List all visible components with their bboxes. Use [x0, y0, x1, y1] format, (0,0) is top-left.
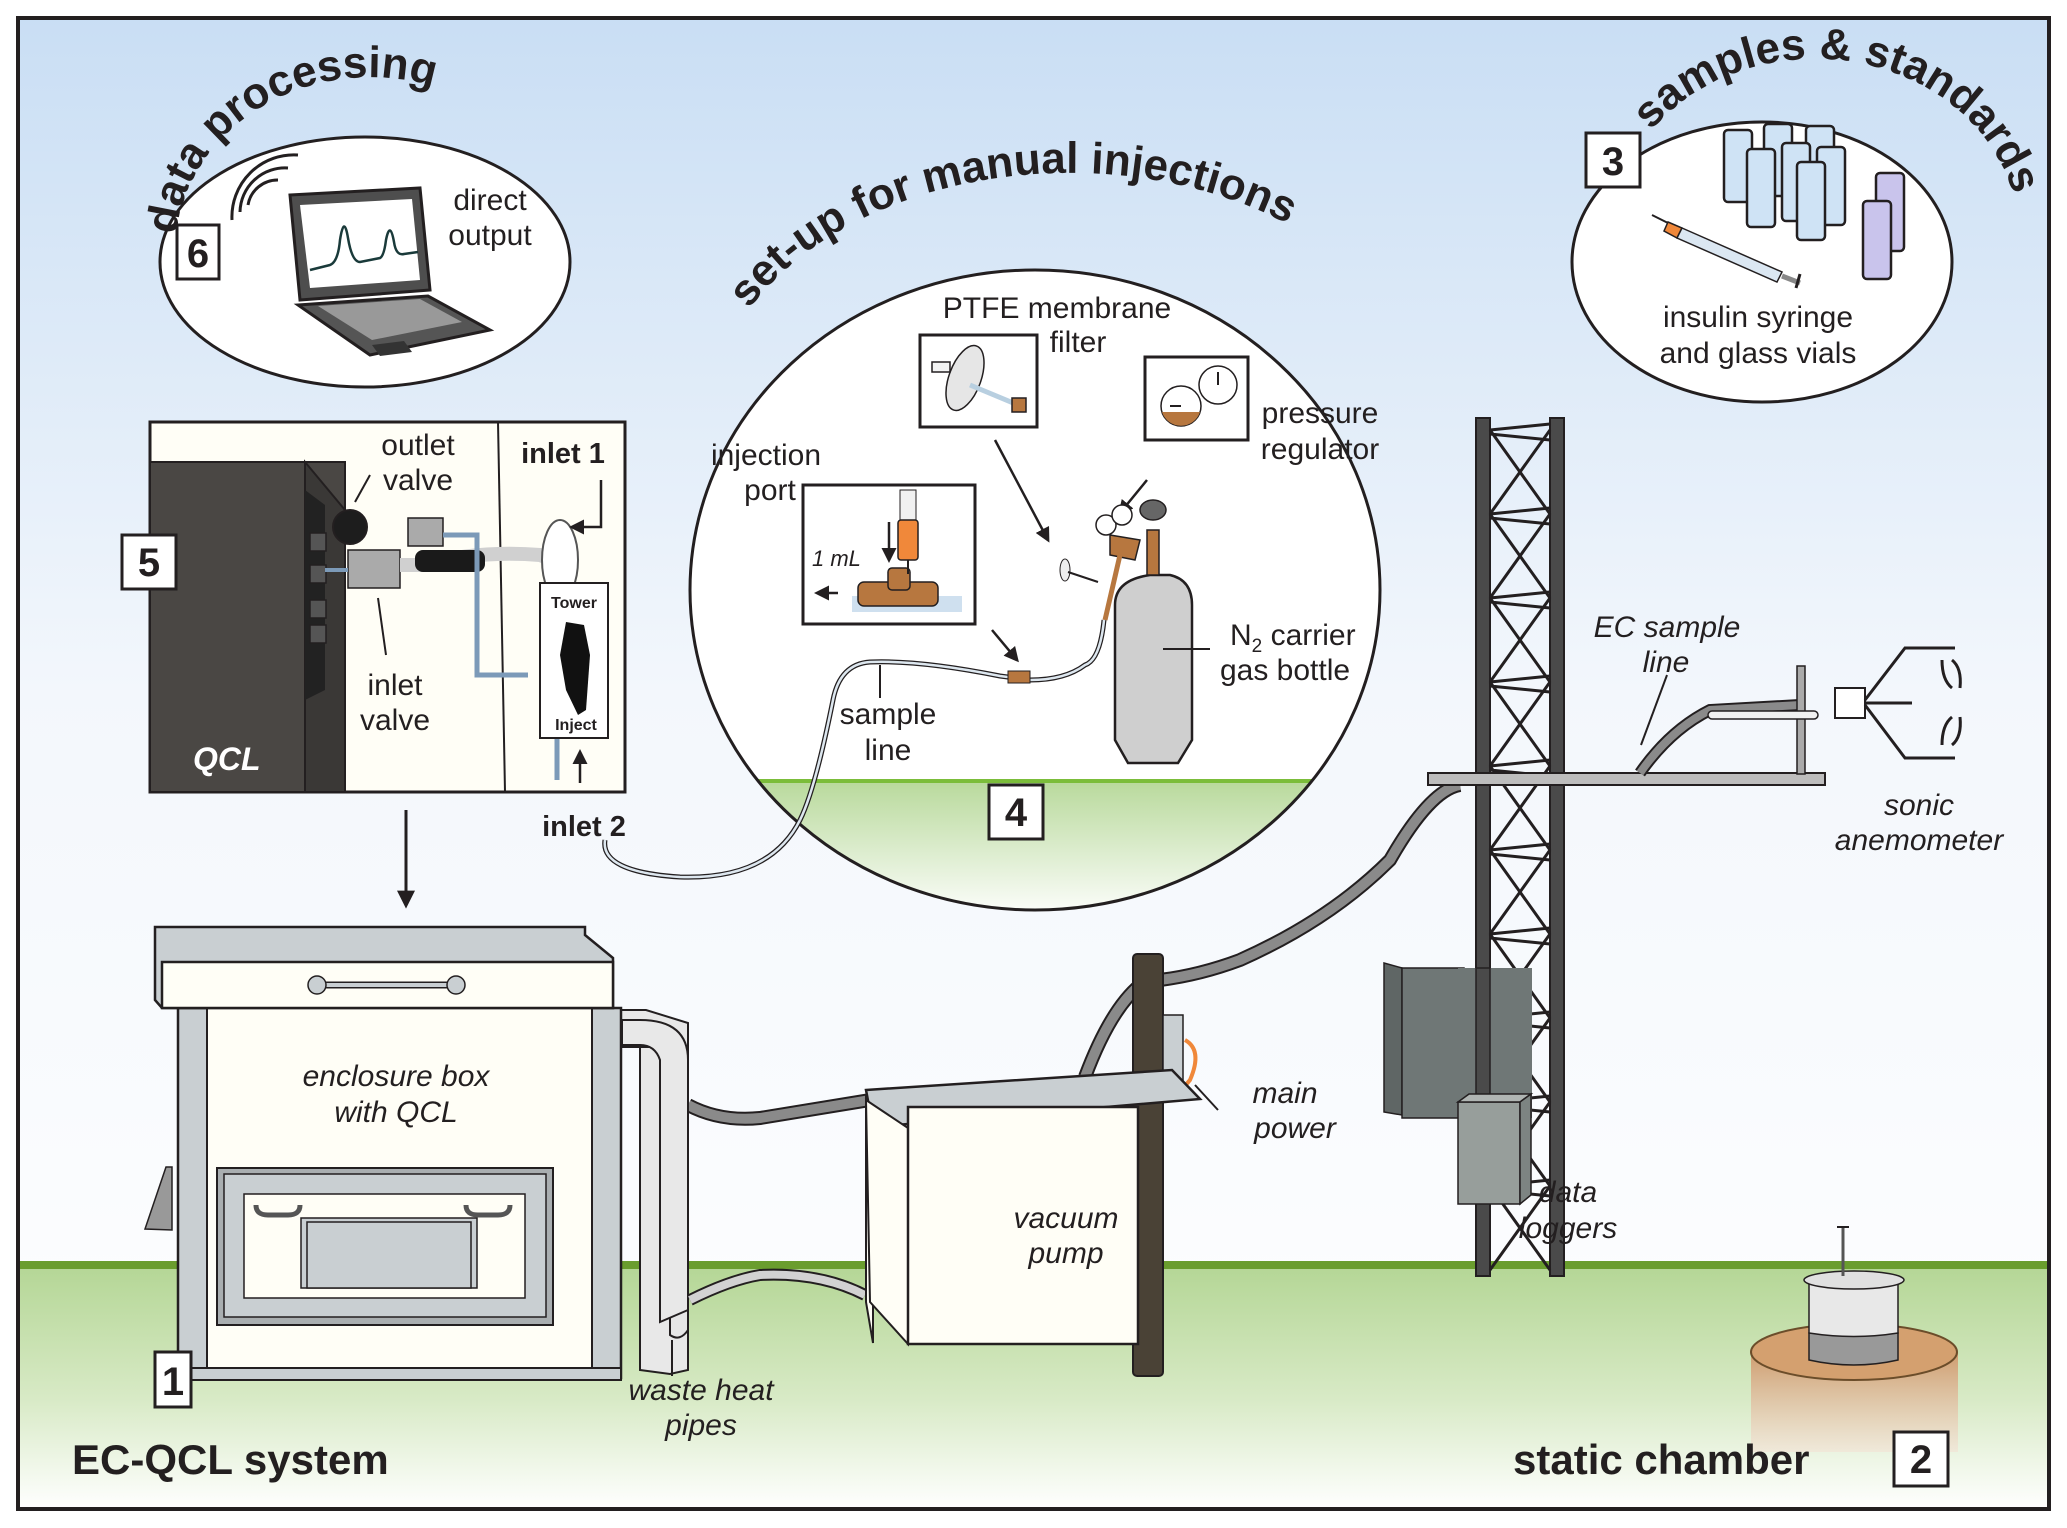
svg-text:2: 2 [1910, 1438, 1932, 1482]
panel-6-number-badge: 6 [175, 223, 221, 281]
svg-text:6: 6 [187, 232, 209, 276]
syringe-vials-label-1: insulin syringe [1663, 301, 1853, 334]
ptfe-label-2: filter [1050, 326, 1107, 359]
panel-5-number-badge: 5 [120, 533, 178, 591]
inlet-valve-icon [347, 549, 401, 589]
data-logger-boxes [1383, 962, 1534, 1206]
wireless-signal-icon [230, 153, 299, 221]
syringe-vials-label-2: and glass vials [1660, 337, 1857, 370]
injection-port-inset: 1 mL [801, 483, 977, 626]
main-power-label-1: main [1252, 1077, 1317, 1110]
ec-sample-line-label-2: line [1643, 646, 1690, 679]
ec-qcl-system-title: EC-QCL system [72, 1436, 389, 1483]
pressure-label-1: pressure [1262, 397, 1379, 430]
inlet-valve-label-1: inlet [367, 669, 423, 702]
ec-sample-line-label-1: EC sample [1594, 611, 1741, 644]
waste-heat-pipes-label-1: waste heat [628, 1374, 775, 1407]
tower-boom-arm [1427, 772, 1826, 786]
data-loggers-label-1: data [1539, 1176, 1597, 1209]
sonic-anemometer-icon [1707, 646, 1962, 775]
svg-text:4: 4 [1005, 791, 1028, 835]
ec-line-leader [1640, 674, 1668, 746]
sonic-anemometer-label-1: sonic [1884, 789, 1954, 822]
pressure-regulator-inset [1143, 355, 1250, 442]
panel-4-number-badge: 4 [987, 783, 1045, 841]
sample-line-label-1: sample [840, 698, 937, 731]
vacuum-pump-label-2: pump [1027, 1237, 1103, 1270]
main-power-label-2: power [1253, 1112, 1337, 1145]
enclosure-number-badge: 1 [153, 1350, 193, 1409]
ptfe-label-1: PTFE membrane [943, 292, 1171, 325]
inlet-valve-label-2: valve [360, 704, 430, 737]
direct-output-label-1: direct [453, 184, 527, 217]
static-chamber [1750, 1226, 1958, 1452]
direct-output-label-2: output [448, 219, 532, 252]
n2-gas-bottle [1059, 499, 1194, 765]
static-chamber-title: static chamber [1513, 1436, 1809, 1483]
main-power-leader [1194, 1084, 1219, 1111]
enclosure-box [143, 925, 689, 1381]
qcl-label: QCL [193, 741, 261, 777]
panel-3-number-badge: 3 [1584, 131, 1642, 189]
sonic-anemometer-label-2: anemometer [1835, 824, 2004, 857]
enclosure-box-label-2: with QCL [334, 1096, 457, 1129]
inlet-2-label: inlet 2 [542, 811, 626, 843]
outlet-valve-label-2: valve [383, 464, 453, 497]
vacuum-pump [864, 953, 1203, 1377]
pressure-label-2: regulator [1261, 433, 1379, 466]
volume-label: 1 mL [812, 546, 861, 571]
enclosure-box-label-1: enclosure box [303, 1060, 491, 1093]
chamber-number-badge: 2 [1892, 1430, 1950, 1488]
panel-3-ellipse [1570, 120, 1954, 404]
outlet-valve-icon [332, 509, 368, 545]
svg-text:1: 1 [162, 1360, 184, 1404]
gas-bottle-label: gas bottle [1220, 654, 1350, 687]
sample-line-label-2: line [865, 734, 912, 767]
panel-qcl-detail: Tower Inject QCL outlet valve inlet valv… [120, 420, 627, 794]
glass-vials-icon [1722, 122, 1906, 281]
svg-text:3: 3 [1602, 140, 1624, 184]
injection-port-label-1: injection [711, 439, 821, 472]
outlet-valve-label-1: outlet [381, 429, 455, 462]
switch-handle-icon[interactable] [560, 622, 590, 715]
switch-tower-label: Tower [551, 595, 597, 612]
data-loggers-label-2: loggers [1519, 1212, 1617, 1245]
vacuum-pump-label-1: vacuum [1013, 1202, 1118, 1235]
waste-heat-pipes-label-2: pipes [664, 1409, 737, 1442]
laptop-icon [288, 186, 495, 357]
switch-inject-label: Inject [555, 717, 597, 734]
figure-frame [16, 16, 2051, 1511]
insulin-syringe-icon [1651, 214, 1802, 289]
ptfe-filter-inset [918, 333, 1039, 429]
n2-label: N2 carrier [1230, 619, 1356, 657]
injection-port-label-2: port [744, 474, 796, 507]
inlet-1-label: inlet 1 [521, 438, 605, 470]
svg-text:5: 5 [138, 541, 160, 585]
chromatogram-peaks-icon [309, 225, 419, 272]
sample-line-tubing [797, 619, 1107, 822]
